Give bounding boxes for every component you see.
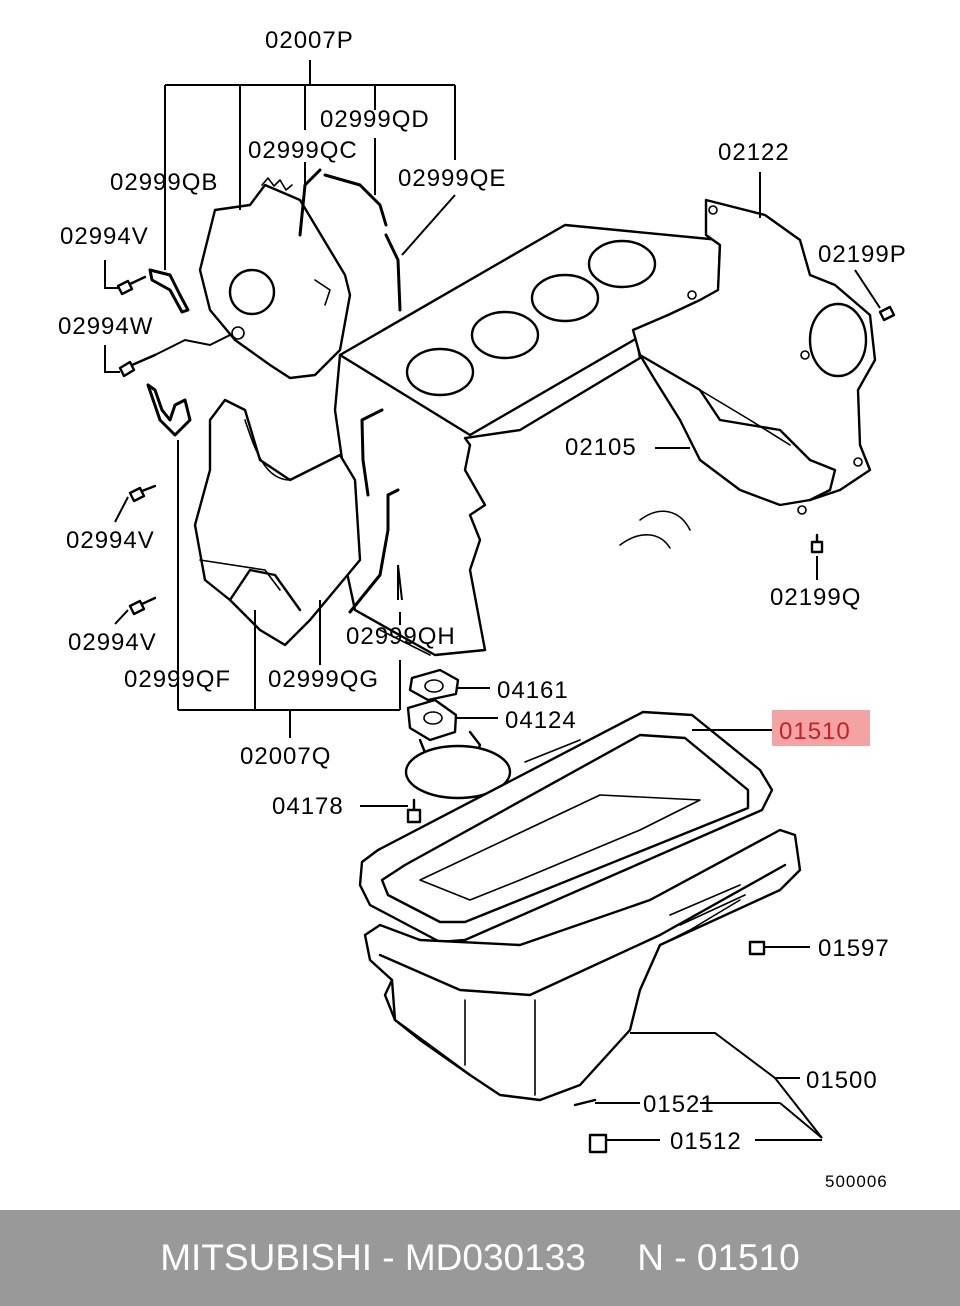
timing-cover-upper-drawing [198, 177, 352, 380]
footer-bar: MITSUBISHI - MD030133 N - 01510 [0, 1210, 960, 1306]
seal-qe-drawing [384, 233, 402, 312]
label-02999QG[interactable]: 02999QG [268, 666, 379, 693]
timing-cover-lower-drawing [193, 398, 362, 647]
figure-number: 500006 [825, 1172, 888, 1191]
bolt-drawings [116, 275, 896, 1154]
seal-qd-drawing [323, 173, 388, 227]
label-01597[interactable]: 01597 [818, 935, 890, 962]
label-02994W[interactable]: 02994W [58, 313, 153, 340]
oil-pan-gasket-drawing [358, 710, 774, 944]
oil-strainer-drawing [404, 668, 586, 800]
parts-diagram: 02007P 02999QD 02999QC 02999QB 02999QE 0… [58, 27, 907, 1191]
seal-qh-drawing [348, 488, 400, 614]
label-04178[interactable]: 04178 [272, 793, 344, 820]
footer-text: MITSUBISHI - MD030133 N - 01510 [160, 1237, 800, 1278]
label-02999QD[interactable]: 02999QD [320, 106, 430, 133]
engine-block-drawing [333, 223, 722, 657]
seal-02994w-drawing [146, 383, 192, 437]
highlight-box-01510 [772, 710, 870, 746]
label-02999QH[interactable]: 02999QH [346, 623, 456, 650]
label-01512[interactable]: 01512 [670, 1128, 742, 1155]
label-02199P[interactable]: 02199P [818, 241, 907, 268]
label-02007P[interactable]: 02007P [265, 27, 354, 54]
rear-plate-drawing [631, 198, 877, 515]
label-02007Q[interactable]: 02007Q [240, 743, 331, 770]
seal-qg-drawing [360, 408, 384, 497]
label-01510[interactable]: 01510 [779, 718, 851, 745]
label-02999QC[interactable]: 02999QC [248, 137, 358, 164]
label-02105[interactable]: 02105 [565, 434, 637, 461]
label-04161[interactable]: 04161 [497, 677, 569, 704]
label-01521[interactable]: 01521 [643, 1091, 715, 1118]
label-01500[interactable]: 01500 [806, 1067, 878, 1094]
label-02999QE[interactable]: 02999QE [398, 165, 506, 192]
label-04124[interactable]: 04124 [505, 707, 577, 734]
seal-qb-drawing [148, 268, 190, 314]
label-02994V[interactable]: 02994V [60, 223, 149, 250]
label-02999QB[interactable]: 02999QB [110, 169, 218, 196]
label-02994V-3[interactable]: 02994V [68, 629, 157, 656]
label-02199Q[interactable]: 02199Q [770, 584, 861, 611]
leader-lines [104, 60, 881, 1141]
oil-pan-drawing [363, 828, 802, 1102]
label-02994V-2[interactable]: 02994V [66, 527, 155, 554]
label-02122[interactable]: 02122 [718, 139, 790, 166]
label-02999QF[interactable]: 02999QF [124, 666, 231, 693]
